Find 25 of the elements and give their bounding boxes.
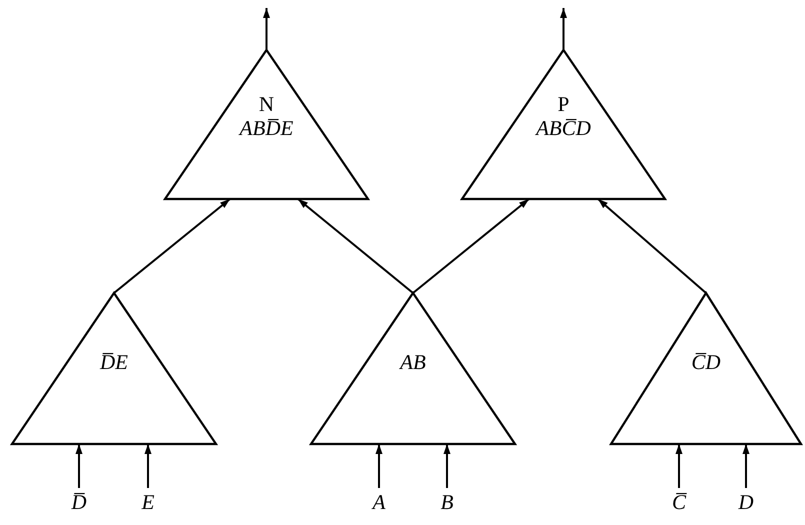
block-label: ABD̅E: [238, 116, 294, 140]
block-label: C̅D: [690, 350, 722, 374]
input-label: D: [737, 490, 755, 514]
arrow: [76, 444, 82, 488]
block-label: N: [258, 92, 276, 116]
input-label: A: [370, 490, 386, 514]
block-label: ABC̅D: [534, 116, 592, 140]
input-label: C̅: [670, 490, 688, 514]
arrow: [560, 8, 567, 50]
arrow: [412, 198, 530, 294]
arrow: [597, 198, 707, 294]
arrow: [263, 8, 270, 50]
arrow: [676, 444, 682, 488]
arrow: [444, 444, 450, 488]
input-label: E: [140, 490, 156, 514]
block-label: D̅E: [98, 350, 129, 374]
arrow: [297, 198, 414, 294]
arrow: [742, 444, 750, 488]
input-label: D̅: [70, 490, 88, 514]
input-label: B: [440, 490, 454, 514]
block-label: AB: [398, 350, 427, 374]
block-label: P: [556, 92, 570, 116]
arrow: [376, 444, 382, 488]
arrow: [144, 444, 152, 488]
arrow: [113, 198, 231, 294]
